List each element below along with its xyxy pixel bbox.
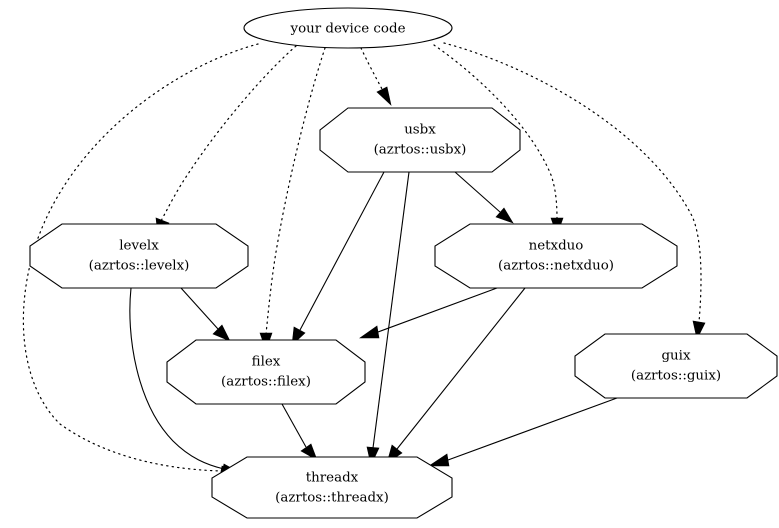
node-netxduo-label: netxduo — [529, 239, 584, 254]
node-guix-package: (azrtos::guix) — [631, 369, 721, 384]
node-your-device-code-label: your device code — [290, 22, 406, 37]
node-filex[interactable]: filex (azrtos::filex) — [166, 339, 366, 405]
node-levelx-label: levelx — [119, 239, 159, 254]
node-filex-shape — [166, 339, 366, 405]
edge-usbx-to-threadx — [366, 171, 410, 466]
node-netxduo[interactable]: netxduo (azrtos::netxduo) — [434, 223, 678, 289]
edge-device-to-guix — [443, 42, 706, 340]
node-usbx-shape — [319, 107, 521, 173]
node-threadx-package: (azrtos::threadx) — [275, 491, 389, 506]
node-netxduo-package: (azrtos::netxduo) — [498, 259, 614, 274]
edge-device-to-levelx — [155, 45, 297, 237]
node-guix[interactable]: guix (azrtos::guix) — [574, 333, 778, 399]
edge-filex-to-threadx — [281, 403, 318, 461]
node-usbx-package: (azrtos::usbx) — [374, 143, 467, 158]
node-levelx[interactable]: levelx (azrtos::levelx) — [29, 223, 249, 289]
node-levelx-package: (azrtos::levelx) — [89, 259, 190, 274]
node-guix-shape — [574, 333, 778, 399]
node-threadx[interactable]: threadx (azrtos::threadx) — [211, 456, 453, 519]
node-filex-label: filex — [252, 355, 281, 370]
node-filex-package: (azrtos::filex) — [221, 375, 311, 390]
node-guix-label: guix — [661, 349, 690, 364]
edge-netxduo-to-filex — [359, 287, 498, 339]
node-threadx-shape — [211, 456, 453, 519]
edge-levelx-to-filex — [180, 287, 231, 342]
node-levelx-shape — [29, 223, 249, 289]
node-your-device-code[interactable]: your device code — [243, 7, 453, 49]
edge-usbx-to-netxduo — [454, 171, 514, 224]
edge-device-to-filex — [259, 47, 326, 351]
node-your-device-code-shape — [243, 7, 453, 49]
node-layer: your device code usbx (azrtos::usbx) lev… — [29, 7, 778, 519]
edge-usbx-to-filex — [291, 171, 385, 346]
node-threadx-label: threadx — [306, 471, 359, 486]
edge-netxduo-to-threadx — [386, 287, 526, 464]
node-usbx-label: usbx — [404, 123, 436, 138]
edge-device-to-usbx — [360, 47, 392, 106]
node-netxduo-shape — [434, 223, 678, 289]
node-usbx[interactable]: usbx (azrtos::usbx) — [319, 107, 521, 173]
edge-guix-to-threadx — [428, 397, 618, 467]
